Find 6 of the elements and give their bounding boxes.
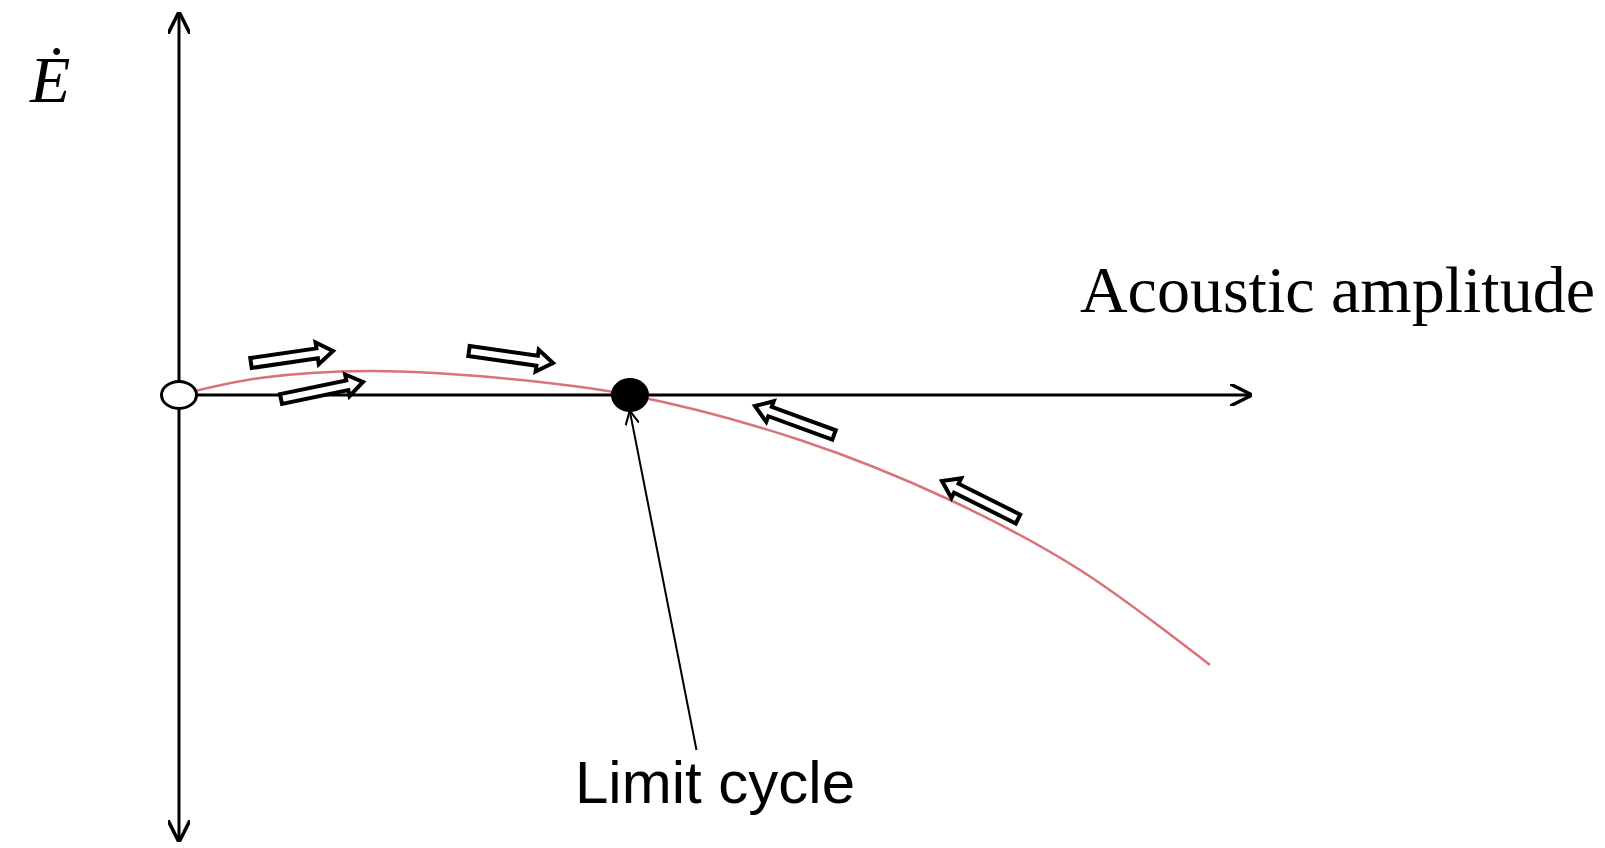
open-circle-marker bbox=[160, 380, 198, 410]
leader-line bbox=[624, 409, 698, 751]
filled-circle-marker bbox=[611, 378, 649, 412]
axis-label: Ė bbox=[30, 42, 71, 118]
annotation-label: Limit cycle bbox=[530, 745, 900, 821]
axis-label: Acoustic amplitude bbox=[1079, 252, 1595, 328]
